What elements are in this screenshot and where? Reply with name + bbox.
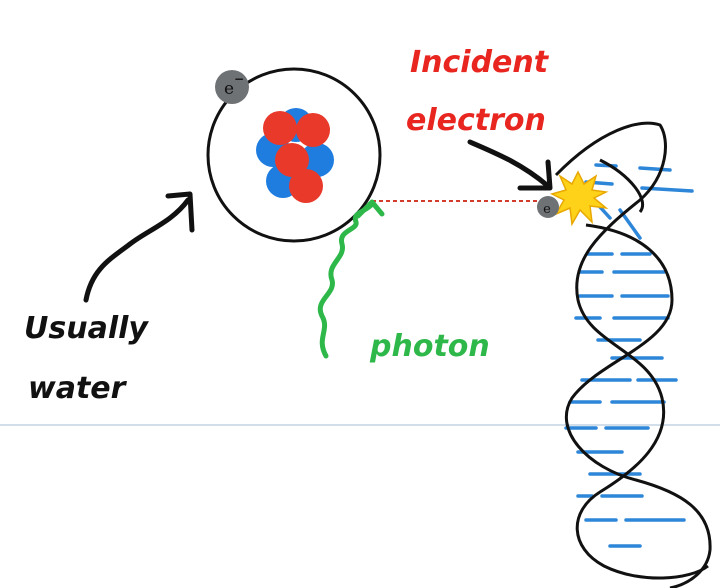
dna-backbone-2 [564,223,712,588]
orbital-electron: e − [215,70,249,104]
proton [263,111,297,145]
neutron [300,143,334,177]
impact: e [537,170,609,227]
incident-electron-symbol: e [543,202,551,217]
water-label-line2: water [28,371,128,406]
proton [275,143,309,177]
impact-star-icon [549,170,609,227]
proton [296,113,330,147]
incident-arrow-path [467,139,551,189]
water-arrow-path [83,197,191,303]
incident-electron-ball [537,196,559,218]
incident-arrow [467,139,553,191]
incident-label-line2: electron [406,103,546,138]
electron-sign: − [234,72,244,86]
dna-helix [554,121,712,588]
dna-rungs [564,163,694,548]
proton [289,169,323,203]
incident-arrowhead [517,159,553,191]
photon-wave [317,199,385,359]
dna-backbone-3 [599,158,645,213]
incident-label-line1: Incident [410,45,550,80]
dna-backbone-1 [554,121,709,580]
electron-ball [215,70,249,104]
water-arrowhead [165,191,195,233]
nucleus [256,108,334,203]
water-arrow [83,191,195,303]
electron-symbol: e [224,79,234,99]
water-label-line1: Usually [24,311,149,346]
photon-arrowhead [355,199,385,219]
photon-wave-path [317,201,375,359]
photon-label: photon [369,329,490,364]
atom [206,67,382,243]
